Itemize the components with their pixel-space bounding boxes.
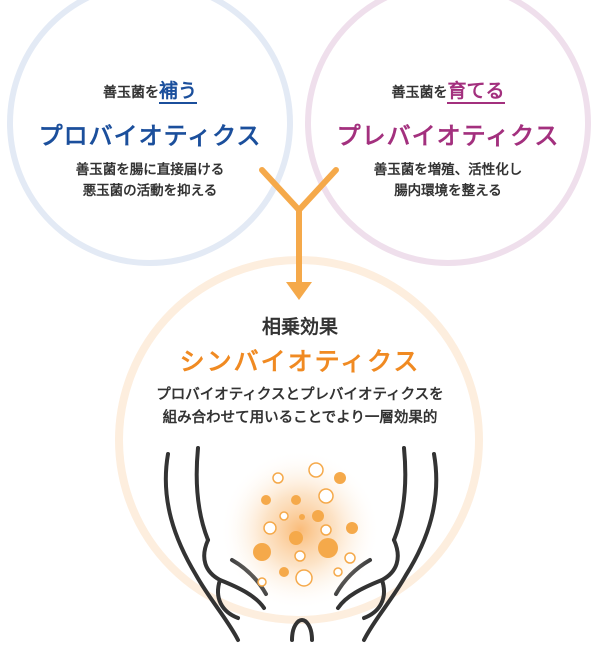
probiotics-lead-prefix: 善玉菌を <box>102 85 159 101</box>
probiotics-desc-line2: 悪玉菌の活動を抑える <box>82 183 218 199</box>
merge-arrow-icon <box>259 167 339 288</box>
synbiotics-desc-line2: 組み合わせて用いることでより一層効果的 <box>162 410 438 426</box>
prebiotics-lead: 善玉菌を育てる <box>328 76 568 104</box>
probiotics-lead: 善玉菌を補う <box>30 76 270 104</box>
prebiotics-desc-line1: 善玉菌を増殖、活性化し <box>373 162 523 178</box>
prebiotics-lead-highlight: 育てる <box>447 80 505 104</box>
synbiotics-title: シンバイオティクス <box>179 347 421 376</box>
prebiotics-lead-prefix: 善玉菌を <box>391 85 448 101</box>
bacteria-bubbles-icon <box>253 462 358 587</box>
probiotics-lead-highlight: 補う <box>158 80 197 104</box>
prebiotics-ring <box>305 0 591 266</box>
synbiotics-desc-line1: プロバイオティクスとプレバイオティクスを <box>156 387 444 403</box>
probiotics-desc-line1: 善玉菌を腸に直接届ける <box>75 162 225 178</box>
synbiotics-label: 相乗効果 <box>261 316 338 338</box>
prebiotics-desc-line2: 腸内環境を整える <box>394 183 502 199</box>
probiotics-ring <box>7 0 293 266</box>
arrow-head <box>286 282 312 300</box>
probiotics-title: プロバイオティクス <box>38 122 262 150</box>
prebiotics-title: プレバイオティクス <box>336 122 560 150</box>
